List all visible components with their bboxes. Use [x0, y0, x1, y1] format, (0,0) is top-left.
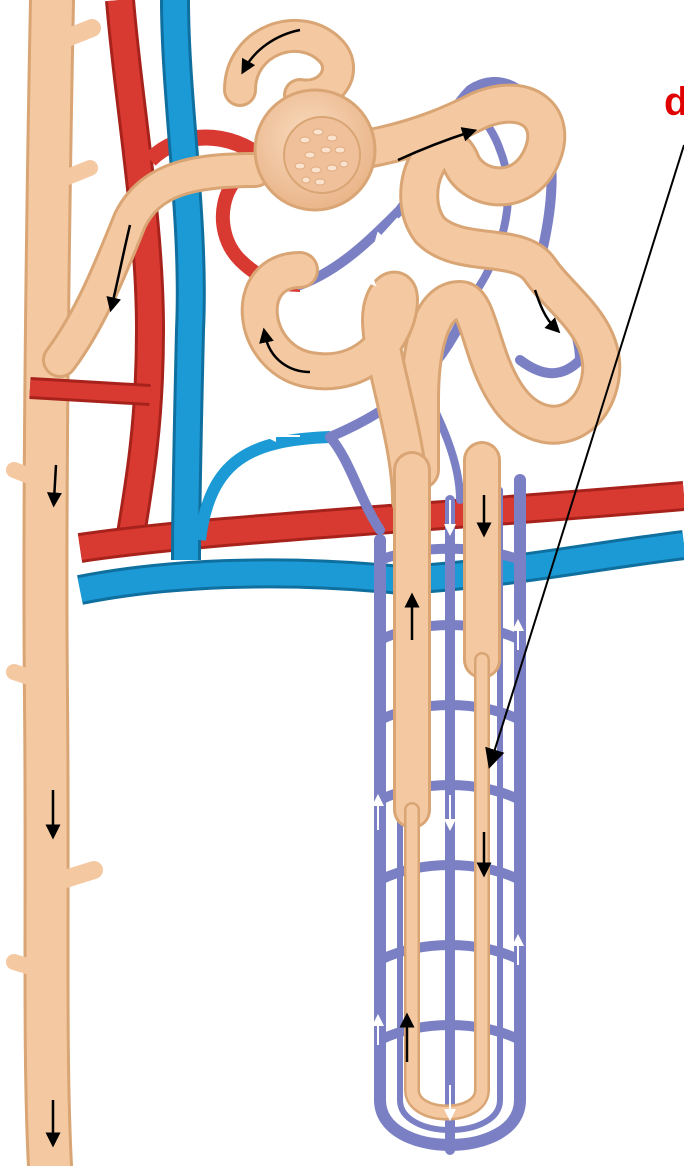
artery — [30, 0, 684, 548]
label-d: d — [664, 80, 684, 124]
glomerulus — [255, 90, 375, 210]
